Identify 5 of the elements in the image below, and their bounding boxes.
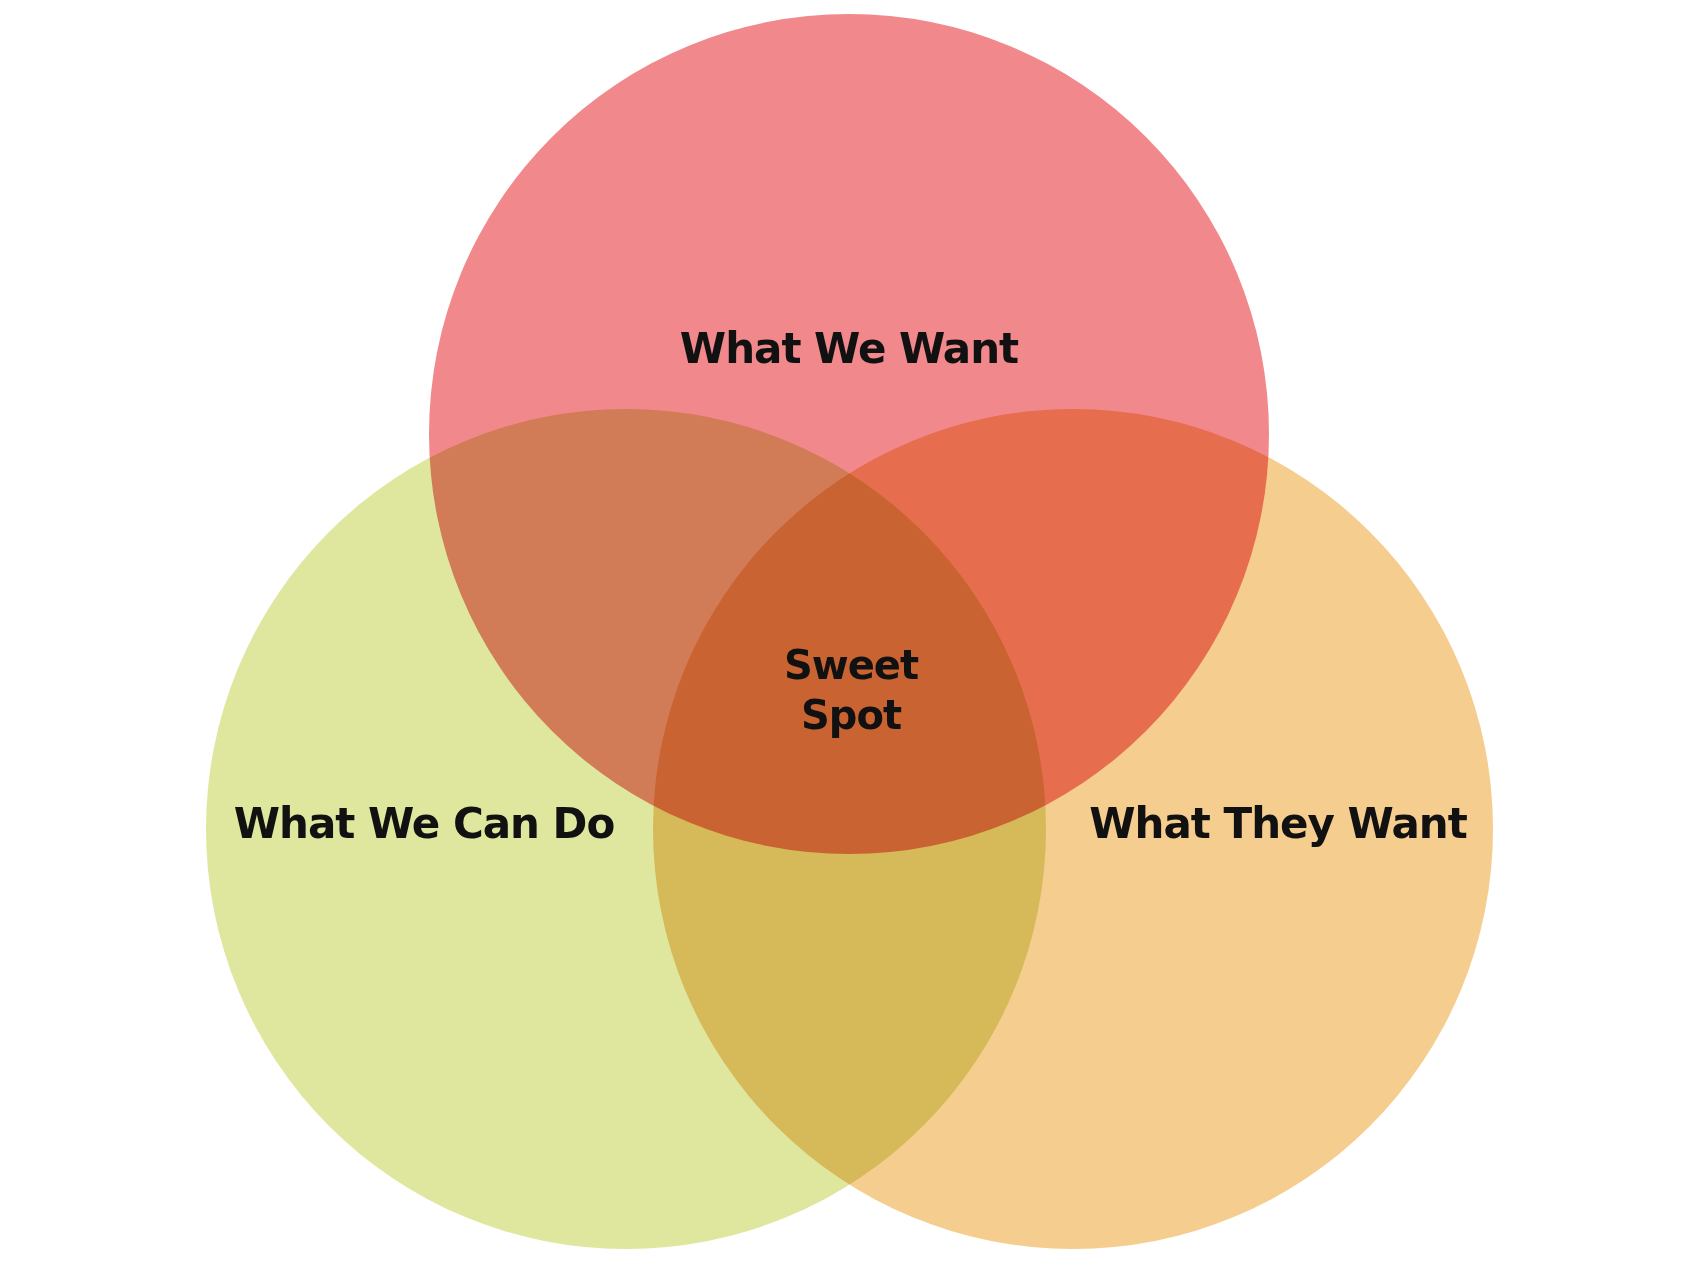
circle-label: What We Can Do [233,798,615,848]
venn-circle [653,409,1493,1249]
circle-label: What We Want [679,323,1019,373]
overlap-label: Sweet Spot [782,641,920,740]
circle-label: What They Want [1089,798,1467,848]
